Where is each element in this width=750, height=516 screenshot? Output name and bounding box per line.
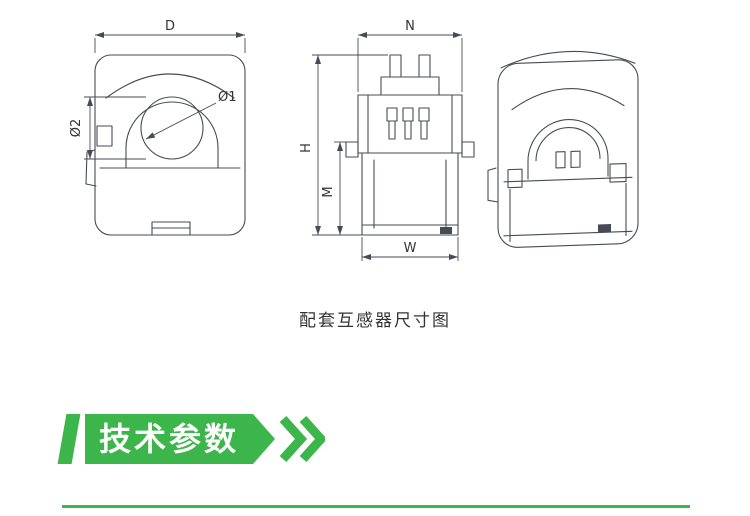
- dimension-phi2: Ø2: [69, 96, 146, 160]
- dimension-m: M: [321, 141, 346, 235]
- dim-label-n: N: [405, 19, 415, 34]
- dimension-h: H: [299, 54, 388, 236]
- drawing-caption: 配套互感器尺寸图: [299, 311, 451, 330]
- dimension-d: D: [94, 19, 246, 53]
- perspective-view: [487, 51, 639, 248]
- dimension-phi1: Ø1: [145, 90, 237, 140]
- dim-label-phi2: Ø2: [69, 119, 84, 138]
- dim-label-phi1: Ø1: [218, 90, 237, 105]
- section-banner: 技术参数: [57, 414, 326, 464]
- bottom-divider: [62, 505, 690, 508]
- side-view-body: [345, 54, 475, 236]
- dim-label-d: D: [165, 19, 175, 34]
- banner-title-box: 技术参数: [85, 414, 275, 464]
- banner-title: 技术参数: [99, 421, 240, 457]
- banner-chevron-icon: [279, 415, 326, 463]
- dim-label-m: M: [321, 186, 336, 197]
- base-mark: [440, 227, 452, 234]
- dimension-w: W: [361, 237, 459, 261]
- front-view: D Ø2: [69, 19, 246, 236]
- front-view-body: [85, 54, 246, 236]
- ct-window-circle: [140, 96, 204, 160]
- base-mark: [598, 224, 611, 233]
- dim-label-h: H: [299, 143, 314, 153]
- side-view: N: [299, 19, 475, 261]
- transformer-dimension-drawing: D Ø2: [69, 19, 639, 261]
- dimension-n: N: [357, 19, 463, 92]
- dim-label-w: W: [404, 241, 417, 256]
- banner-accent-bar: [57, 414, 81, 464]
